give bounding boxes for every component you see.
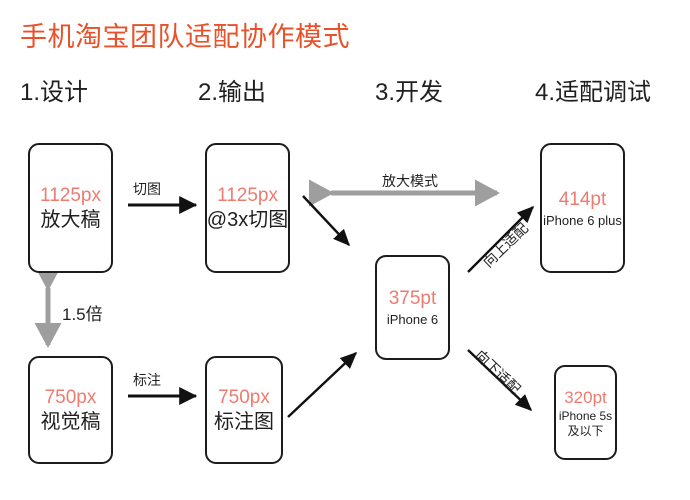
box-design-visual: 750px 视觉稿 [28, 356, 113, 464]
arrow-label-scale-factor: 1.5倍 [62, 305, 103, 324]
box-number: 414pt [558, 188, 607, 210]
box-sublabel: 及以下 [567, 423, 604, 438]
stage-header-adapt-debug: 4.适配调试 [535, 79, 652, 106]
box-number: 375pt [388, 288, 437, 309]
box-label: iPhone 6 plus [543, 212, 622, 228]
box-number: 1125px [217, 184, 278, 206]
box-output-3x-slice: 1125px @3x切图 [205, 143, 290, 273]
arrow-label-adapt-down: 向下适配 [472, 346, 524, 398]
arrow-spec-to-dev [287, 352, 358, 418]
box-label: @3x切图 [206, 208, 289, 231]
box-debug-iphone5s: 320pt iPhone 5s 及以下 [554, 365, 617, 460]
box-number: 320pt [564, 387, 607, 407]
box-label: 标注图 [214, 410, 274, 433]
box-output-spec: 750px 标注图 [205, 356, 283, 464]
arrow-label-slice: 切图 [133, 181, 161, 197]
arrow-label-adapt-up: 向上适配 [479, 219, 532, 271]
stage-header-develop: 3.开发 [375, 79, 444, 106]
box-debug-iphone6plus: 414pt iPhone 6 plus [540, 143, 625, 273]
box-number: 750px [44, 386, 97, 408]
arrow-slice-to-dev [302, 195, 350, 247]
box-number: 750px [218, 386, 270, 408]
box-number: 1125px [40, 184, 101, 206]
box-dev-iphone6: 375pt iPhone 6 [375, 255, 450, 360]
arrow-label-zoom-mode: 放大模式 [382, 173, 438, 189]
box-label: iPhone 6 [386, 312, 439, 327]
box-label: iPhone 5s [558, 408, 613, 423]
box-label: 放大稿 [40, 208, 101, 231]
stage-header-design: 1.设计 [20, 79, 89, 106]
box-design-enlarged: 1125px 放大稿 [28, 143, 113, 273]
page-title: 手机淘宝团队适配协作模式 [20, 22, 350, 52]
arrow-label-annotate: 标注 [133, 372, 161, 388]
box-label: 视觉稿 [40, 410, 101, 433]
stage-header-output: 2.输出 [198, 79, 267, 106]
